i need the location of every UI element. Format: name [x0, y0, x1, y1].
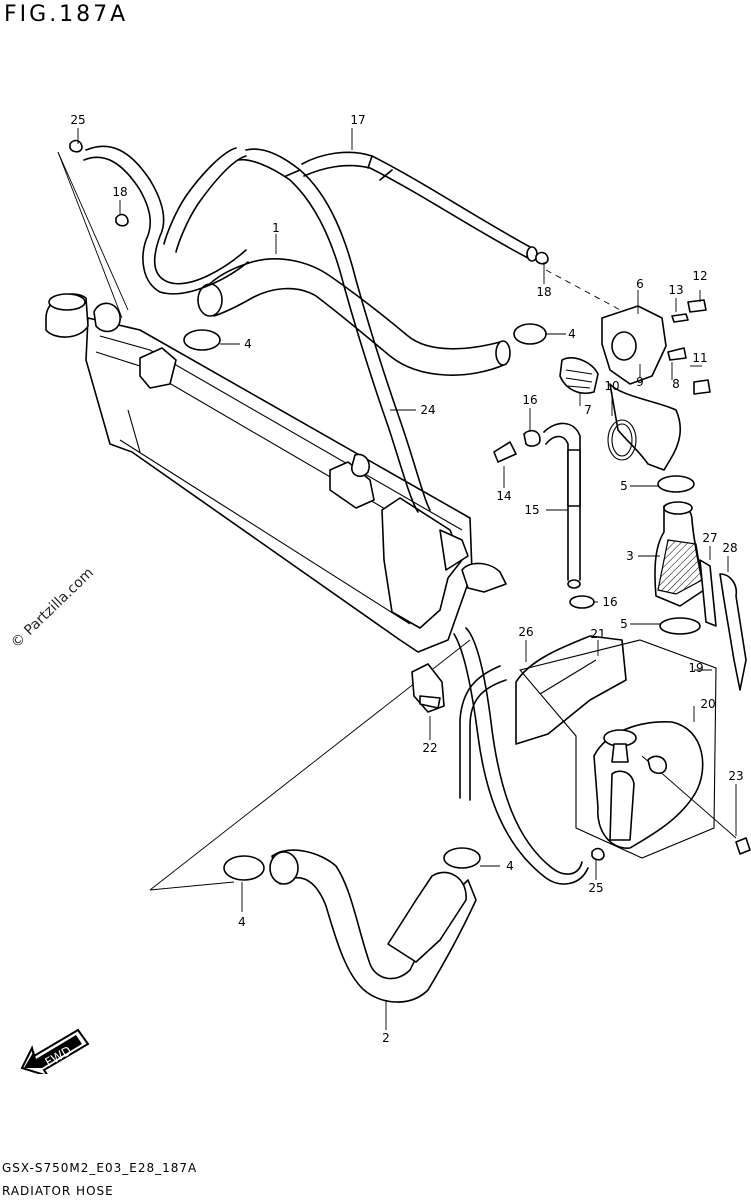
- figure-code: GSX-S750M2_E03_E28_187A: [2, 1161, 198, 1175]
- callout-4-upper-left: 4: [244, 337, 252, 351]
- callout-27: 27: [702, 531, 717, 545]
- leader-lines: [77, 128, 737, 1030]
- callout-18-left: 18: [112, 185, 127, 199]
- callout-4-lower-left: 4: [238, 915, 246, 929]
- callout-3: 3: [626, 549, 634, 563]
- figure-name: RADIATOR HOSE: [2, 1184, 114, 1198]
- callout-labels: 25 17 18 1 18 6 13 12 4 4 11 8 9 10 7 24…: [70, 113, 743, 1045]
- callout-2: 2: [382, 1031, 390, 1045]
- callout-22: 22: [422, 741, 437, 755]
- callout-20: 20: [700, 697, 715, 711]
- callout-11: 11: [692, 351, 707, 365]
- bolts: [69, 139, 751, 861]
- callout-26: 26: [518, 625, 533, 639]
- small-hose-loop: [83, 145, 249, 295]
- reservoir-19: [519, 639, 737, 859]
- callout-16-lower: 16: [602, 595, 617, 609]
- hose-24: [237, 148, 431, 513]
- callout-15: 15: [524, 503, 539, 517]
- callout-19: 19: [688, 661, 703, 675]
- callout-25-top: 25: [70, 113, 85, 127]
- callout-16-upper: 16: [522, 393, 537, 407]
- callout-4-upper-right: 4: [568, 327, 576, 341]
- callout-6: 6: [636, 277, 644, 291]
- callout-12: 12: [692, 269, 707, 283]
- callout-14: 14: [496, 489, 511, 503]
- callout-5-upper: 5: [620, 479, 628, 493]
- callout-4-lower-right: 4: [506, 859, 514, 873]
- callout-24: 24: [420, 403, 435, 417]
- callout-1: 1: [272, 221, 280, 235]
- callout-5-lower: 5: [620, 617, 628, 631]
- hose-2: [269, 849, 477, 1003]
- callout-23: 23: [728, 769, 743, 783]
- callout-9: 9: [636, 375, 644, 389]
- figure-title: FIG.187A: [4, 2, 129, 27]
- hose-17: [301, 151, 538, 262]
- callout-10: 10: [604, 379, 619, 393]
- hose-15: [543, 422, 581, 589]
- callout-25-bottom: 25: [588, 881, 603, 895]
- callout-7: 7: [584, 403, 592, 417]
- hose-3: [654, 501, 705, 607]
- callout-28: 28: [722, 541, 737, 555]
- hose-1: [197, 258, 511, 376]
- forward-arrow-icon: FWD: [20, 1028, 90, 1074]
- callout-17: 17: [350, 113, 365, 127]
- hose-26: [453, 627, 589, 885]
- callout-8: 8: [672, 377, 680, 391]
- callout-18-right: 18: [536, 285, 551, 299]
- callout-21: 21: [590, 627, 605, 641]
- thermostat-housing: [559, 305, 682, 471]
- radiator-core: [45, 293, 507, 653]
- callout-13: 13: [668, 283, 683, 297]
